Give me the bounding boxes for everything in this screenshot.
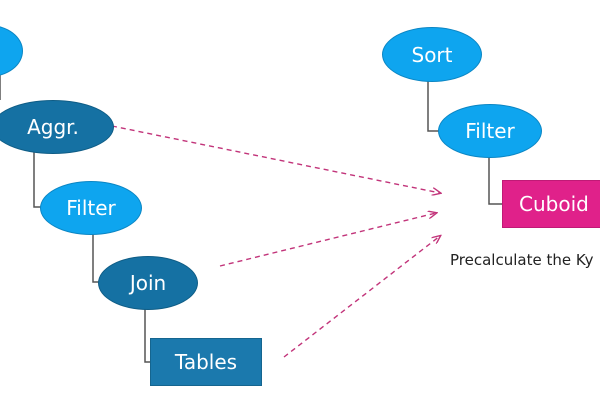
arrow-tables-to-cuboid	[283, 236, 440, 358]
aggr-node: Aggr.	[0, 100, 114, 154]
connector-aggr-to-filter	[33, 150, 42, 208]
aggr-label: Aggr.	[27, 115, 79, 139]
arrow-join-to-cuboid	[219, 213, 436, 267]
arrow-aggr-to-cuboid	[111, 125, 440, 193]
precalculate-caption: Precalculate the Ky	[450, 251, 594, 269]
join-node: Join	[98, 256, 198, 310]
sort-label: Sort	[411, 42, 453, 67]
tables-node: Tables	[150, 338, 262, 386]
join-label: Join	[129, 271, 167, 295]
tables-label: Tables	[174, 350, 238, 374]
connector-sort-to-filter	[427, 80, 440, 132]
right-filter-label: Filter	[465, 119, 515, 143]
left-filter-node: Filter	[40, 181, 142, 235]
cuboid-node: Cuboid	[502, 180, 600, 228]
connector-join-to-tables	[144, 308, 150, 363]
cuboid-label: Cuboid	[519, 192, 589, 216]
sort-node: Sort	[382, 27, 482, 82]
connector-filter-to-cuboid	[488, 157, 502, 205]
connector-filter-to-join	[92, 233, 100, 283]
right-filter-node: Filter	[438, 104, 542, 158]
left-filter-label: Filter	[66, 196, 116, 220]
